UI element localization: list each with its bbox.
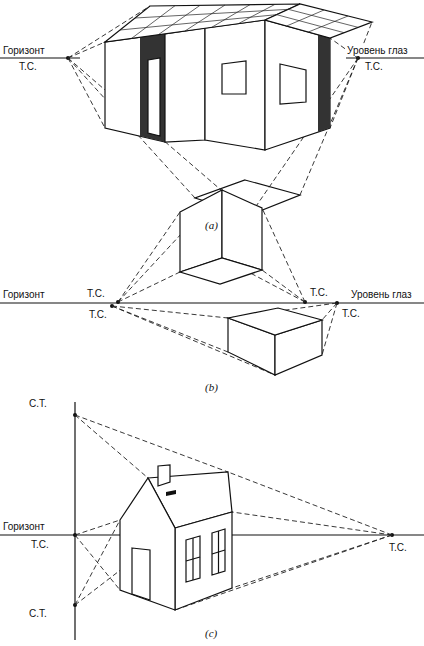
figure-letter: (a) [204,220,219,231]
horizon-label: Горизонт [2,45,46,56]
figure-letter: (b) [204,382,219,393]
figure-letter: (c) [204,628,218,639]
vanishing-point-label: Т.С. [309,287,329,298]
vanishing-point-label: Т.С. [30,539,50,550]
vanishing-point-label: Т.С. [388,542,408,553]
eye-level-label: Уровень глаз [350,289,413,300]
vanishing-point-label: Т.С. [364,61,384,72]
vanishing-point-label: Т.С. [88,309,108,320]
vertical-point-label: С.Т. [28,608,48,619]
building-perspective [0,4,424,215]
vanishing-point-label: Т.С. [86,288,106,299]
vanishing-point-label: Т.С. [18,61,38,72]
horizon-label: Горизонт [2,289,46,300]
vertical-point-label: С.Т. [28,398,48,409]
horizon-label: Горизонт [2,521,46,532]
house-perspective [0,402,424,640]
eye-level-label: Уровень глаз [346,45,409,56]
boxes-perspective [0,190,424,375]
vanishing-point-label: Т.С. [341,308,361,319]
